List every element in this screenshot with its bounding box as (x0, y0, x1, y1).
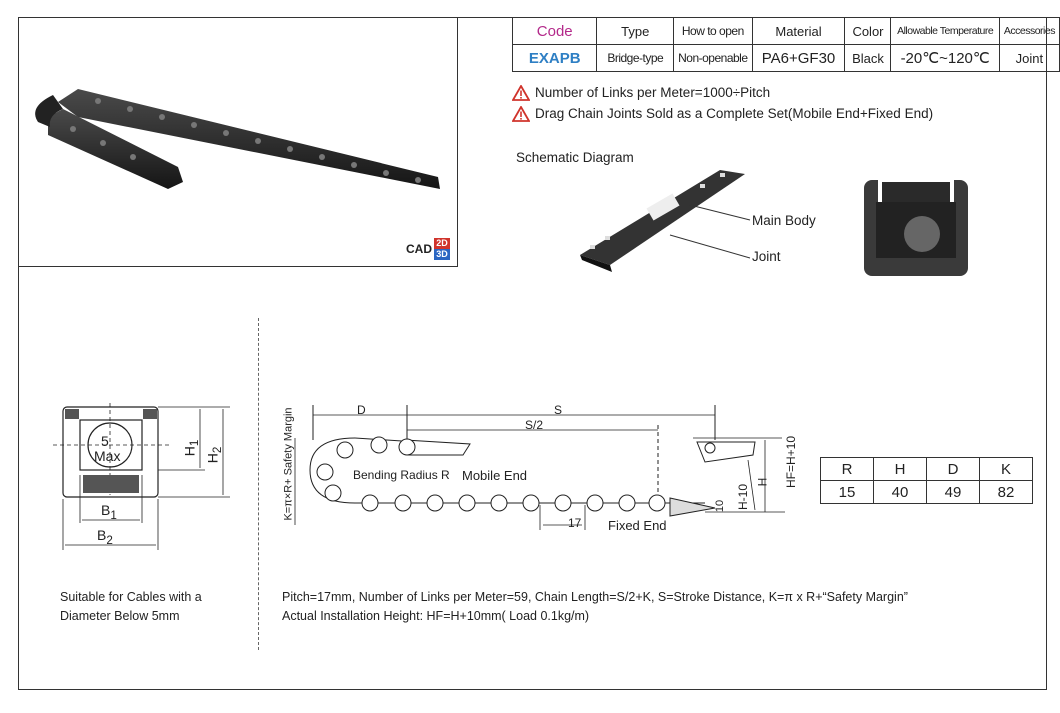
cad-2d-badge[interactable]: 2D (434, 238, 450, 249)
h1-label: H1 (181, 439, 202, 457)
spec-header-material: Material (751, 17, 846, 45)
warning-icon (512, 84, 530, 101)
note-item: Drag Chain Joints Sold as a Complete Set… (512, 103, 933, 124)
b2-label: B2 (97, 527, 113, 547)
mobile-end-label: Mobile End (462, 468, 528, 483)
cad-3d-badge[interactable]: 3D (434, 249, 450, 260)
notes-list: Number of Links per Meter=1000÷Pitch Dra… (512, 82, 933, 124)
spec-header-accessories: Accessories (998, 17, 1060, 45)
max-value: 5 (101, 433, 109, 449)
cad-badge[interactable]: CAD 2D 3D (406, 238, 452, 260)
max-label: Max (94, 448, 121, 464)
dim-value-h: 40 (873, 480, 927, 504)
h2-label: H2 (204, 446, 225, 464)
schematic-link-drawing (580, 170, 751, 272)
dimensions-table: R H D K 15 40 49 82 (820, 457, 1033, 504)
spec-value-row: EXAPB Bridge-type Non-openable PA6+GF30 … (511, 44, 1060, 72)
dim-header-h: H (873, 457, 927, 481)
d-label: D (357, 403, 366, 417)
dim-header-r: R (820, 457, 874, 481)
section-divider (258, 318, 259, 650)
s-half-label: S/2 (525, 418, 544, 432)
dim-value-k: 82 (979, 480, 1033, 504)
spec-header-type: Type (596, 17, 675, 45)
spec-value-temp: -20℃~120℃ (890, 44, 1000, 72)
spec-value-type: Bridge-type (596, 44, 675, 72)
spec-header-color: Color (844, 17, 892, 45)
spec-value-code: EXAPB (511, 44, 598, 72)
ten-label: 10 (714, 499, 727, 513)
pitch-label: 17 (568, 516, 582, 530)
spec-header-row: Code Type How to open Material Color All… (511, 17, 1060, 45)
spec-header-temp: Allowable Temperature (890, 17, 1000, 45)
main-body-label: Main Body (752, 213, 816, 228)
cable-note: Suitable for Cables with a Diameter Belo… (60, 590, 202, 623)
spec-value-material: PA6+GF30 (751, 44, 846, 72)
pitch-note: Pitch=17mm, Number of Links per Meter=59… (282, 590, 908, 623)
end-view-drawing (864, 180, 968, 276)
spec-value-open: Non-openable (673, 44, 753, 72)
joint-label: Joint (752, 249, 781, 264)
note-item: Number of Links per Meter=1000÷Pitch (512, 82, 933, 103)
dim-value-d: 49 (926, 480, 980, 504)
bending-radius-label: Bending Radius R (353, 468, 450, 482)
cross-section-drawing (53, 403, 230, 550)
spec-value-accessories: Joint (998, 44, 1060, 72)
schematic-title: Schematic Diagram (516, 150, 634, 165)
dim-header-d: D (926, 457, 980, 481)
drag-chain-photo (35, 89, 440, 189)
chain-layout-drawing (294, 405, 785, 530)
h-minus-10-label: H-10 (736, 483, 751, 511)
dimensions-header-row: R H D K (820, 457, 1033, 481)
spec-value-color: Black (844, 44, 892, 72)
s-label: S (554, 403, 563, 417)
dim-header-k: K (979, 457, 1033, 481)
warning-icon (512, 105, 530, 122)
hf-label: HF=H+10 (784, 435, 799, 489)
spec-header-open: How to open (673, 17, 753, 45)
spec-header-code: Code (511, 17, 598, 45)
spec-table: Code Type How to open Material Color All… (511, 17, 1060, 72)
fixed-end-label: Fixed End (608, 518, 667, 533)
product-photo-panel: CAD 2D 3D (18, 17, 458, 267)
h-dim-label: H (755, 477, 770, 487)
k-label: K=π×R+ Safety Margin (282, 407, 295, 521)
dim-value-r: 15 (820, 480, 874, 504)
dimensions-value-row: 15 40 49 82 (820, 480, 1033, 504)
b1-label: B1 (101, 502, 117, 522)
